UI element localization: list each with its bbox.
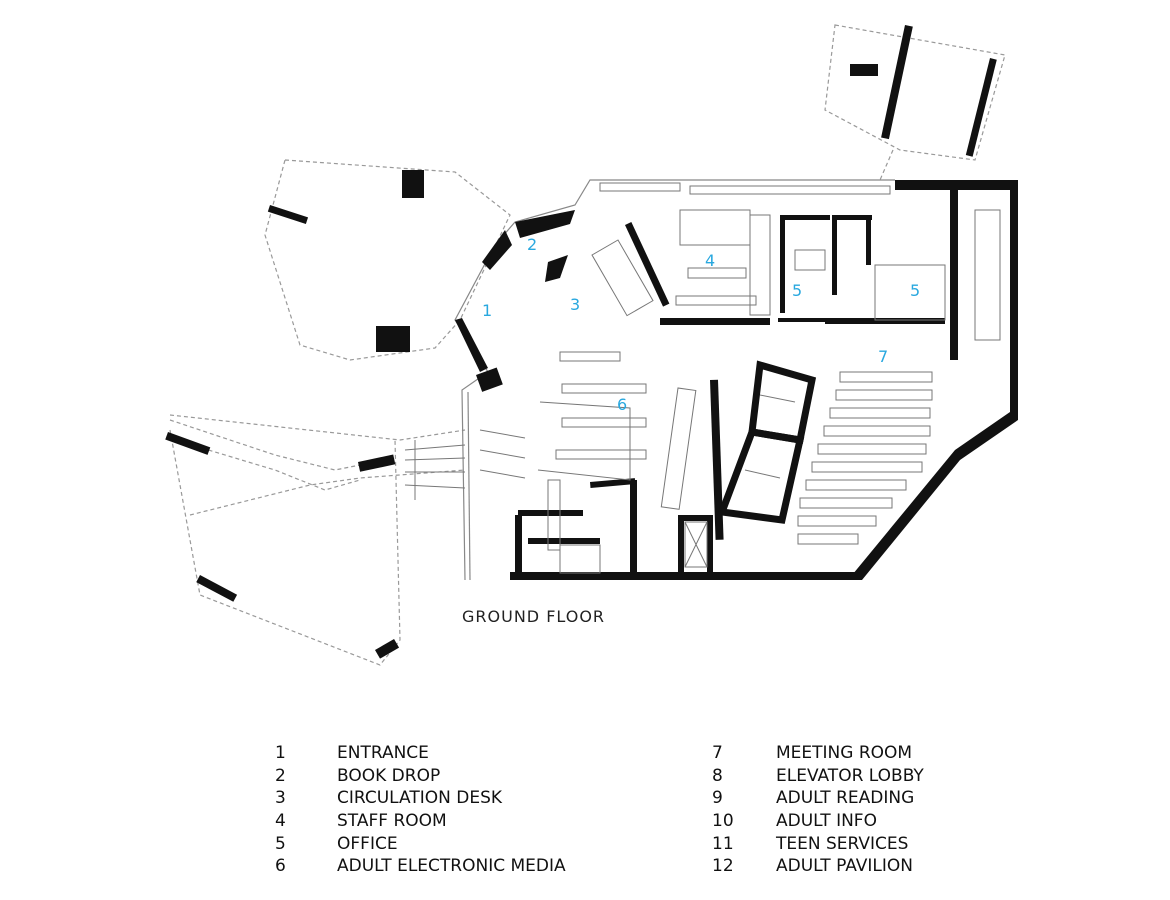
room-number-2: 2 xyxy=(527,235,537,254)
legend-item: 4 STAFF ROOM xyxy=(275,810,566,833)
legend-item: 11 TEEN SERVICES xyxy=(712,832,924,855)
room-number-5b: 5 xyxy=(910,281,920,300)
legend-label: STAFF ROOM xyxy=(337,811,447,832)
legend-number: 12 xyxy=(712,856,734,877)
legend-item: 9 ADULT READING xyxy=(712,787,924,810)
legend-label: ADULT PAVILION xyxy=(776,856,914,877)
room-number-7: 7 xyxy=(878,347,888,366)
room-number-labels: 1 2 3 4 5 5 6 7 xyxy=(482,235,920,414)
legend-label: BOOK DROP xyxy=(337,765,441,786)
legend-label: ADULT ELECTRONIC MEDIA xyxy=(337,856,566,877)
legend-label: CIRCULATION DESK xyxy=(337,788,503,809)
room-number-4: 4 xyxy=(705,251,715,270)
room-number-1: 1 xyxy=(482,301,492,320)
pavilion-walls xyxy=(165,24,997,659)
legend-label: TEEN SERVICES xyxy=(776,833,909,854)
legend-item: 2 BOOK DROP xyxy=(275,765,566,788)
meeting-room-seating xyxy=(797,371,933,545)
legend-number: 8 xyxy=(712,765,723,786)
legend-item: 6 ADULT ELECTRONIC MEDIA xyxy=(275,855,566,878)
legend-label: ENTRANCE xyxy=(337,743,429,764)
legend-item: 8 ELEVATOR LOBBY xyxy=(712,765,924,788)
legend-label: ELEVATOR LOBBY xyxy=(776,765,924,786)
furniture xyxy=(404,182,1001,574)
floor-title: GROUND FLOOR xyxy=(462,607,605,626)
legend-number: 6 xyxy=(275,856,286,877)
legend-number: 2 xyxy=(275,765,286,786)
legend-item: 7 MEETING ROOM xyxy=(712,742,924,765)
legend-number: 7 xyxy=(712,743,723,764)
legend-item: 12 ADULT PAVILION xyxy=(712,855,924,878)
legend-number: 10 xyxy=(712,811,734,832)
legend-number: 3 xyxy=(275,788,286,809)
legend-item: 3 CIRCULATION DESK xyxy=(275,787,566,810)
legend-number: 11 xyxy=(712,833,734,854)
legend-number: 4 xyxy=(275,811,286,832)
legend-label: MEETING ROOM xyxy=(776,743,913,764)
legend-item: 1 ENTRANCE xyxy=(275,742,566,765)
dashed-outlines xyxy=(169,24,1006,666)
floor-plan: 1 2 3 4 5 5 6 7 GROUND FLOOR xyxy=(165,24,1018,666)
legend-number: 1 xyxy=(275,743,286,764)
legend-item: 5 OFFICE xyxy=(275,832,566,855)
legend-label: OFFICE xyxy=(337,833,398,854)
legend-label: ADULT READING xyxy=(776,788,915,809)
room-number-6: 6 xyxy=(617,395,627,414)
legend-number: 5 xyxy=(275,833,286,854)
legend-left-column: 1 ENTRANCE 2 BOOK DROP 3 CIRCULATION DESK 4… xyxy=(275,742,566,878)
room-number-5a: 5 xyxy=(792,281,802,300)
room-number-3: 3 xyxy=(570,295,580,314)
solid-walls xyxy=(455,180,1018,580)
legend-number: 9 xyxy=(712,788,723,809)
legend-label: ADULT INFO xyxy=(776,811,877,832)
legend-item: 10 ADULT INFO xyxy=(712,810,924,833)
legend-right-column: 7 MEETING ROOM 8 ELEVATOR LOBBY 9 ADULT REA… xyxy=(712,742,924,878)
